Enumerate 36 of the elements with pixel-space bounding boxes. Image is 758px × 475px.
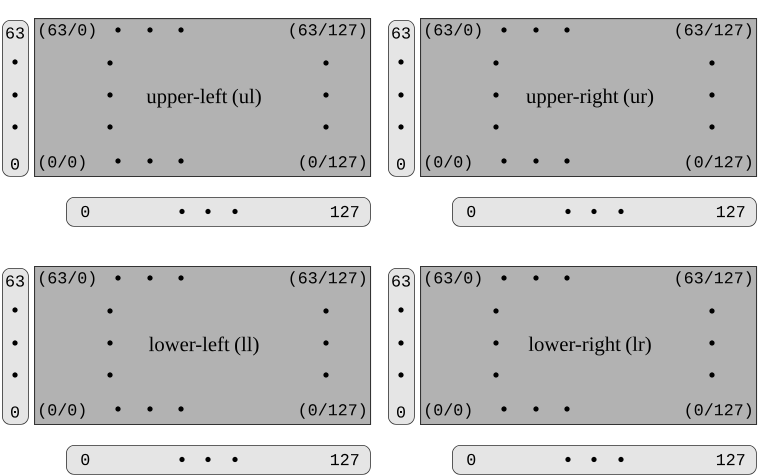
scale-number: 127 (716, 454, 744, 466)
scale-number: 63 (392, 275, 410, 287)
coordinate-label: (63/0) (40, 23, 94, 39)
coordinate-label: (0/127) (300, 403, 365, 419)
scale-number: 0 (467, 454, 476, 466)
scale-number: 0 (81, 206, 90, 218)
panel-title: lower-right (lr) (528, 336, 651, 356)
coordinate-label: (0/0) (40, 155, 84, 171)
coordinate-label: (63/0) (40, 271, 94, 287)
coordinate-label: (0/0) (40, 403, 84, 419)
scale-number: 0 (397, 158, 405, 170)
scale-number: 0 (11, 158, 19, 170)
scale-number: 63 (392, 27, 410, 39)
coordinate-label: (63/0) (426, 23, 480, 39)
panel-title: upper-left (ul) (146, 88, 261, 108)
scale-number: 127 (330, 206, 358, 218)
scale-number: 63 (6, 275, 24, 287)
scale-number: 0 (11, 406, 19, 418)
coordinate-label: (63/127) (676, 23, 751, 39)
coordinate-label: (0/0) (426, 155, 470, 171)
coordinate-label: (63/127) (290, 271, 365, 287)
scale-number: 63 (6, 27, 24, 39)
coordinate-label: (0/127) (686, 155, 751, 171)
coordinate-label: (63/0) (426, 271, 480, 287)
coordinate-label: (63/127) (676, 271, 751, 287)
panel-title: lower-left (ll) (149, 336, 258, 356)
scale-number: 0 (397, 406, 405, 418)
panel-title: upper-right (ur) (526, 88, 654, 108)
scale-number: 0 (467, 206, 476, 218)
scale-number: 0 (81, 454, 90, 466)
coordinate-label: (0/127) (300, 155, 365, 171)
coordinate-label: (0/0) (426, 403, 470, 419)
coordinate-label: (0/127) (686, 403, 751, 419)
scale-number: 127 (716, 206, 744, 218)
scale-number: 127 (330, 454, 358, 466)
coordinate-label: (63/127) (290, 23, 365, 39)
